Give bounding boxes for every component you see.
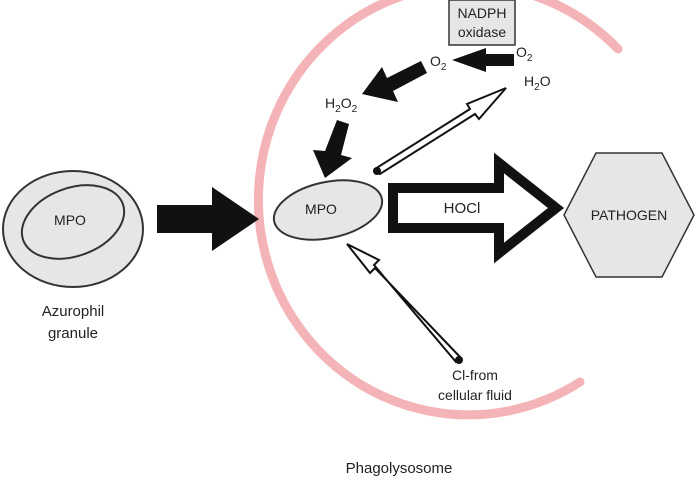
h2o2-to-mpo-arrow [313, 120, 352, 178]
phagolysosome-mpo-ellipse [272, 179, 384, 241]
hocl-arrow [388, 152, 565, 264]
nadph-oxidase-box [448, 0, 516, 46]
granule-mpo-label: MPO [54, 212, 86, 228]
phagolysosome-caption: Phagolysosome [346, 460, 453, 477]
cl-to-mpo-arrow [346, 243, 463, 364]
mpo-to-h2o-arrow [373, 87, 507, 176]
granule-caption-line1: Azurophil [42, 303, 105, 320]
nadph-oxidase-line1: NADPH [457, 5, 506, 21]
granule-inner-ellipse [20, 184, 126, 260]
cl-label-line2: cellular fluid [438, 387, 512, 403]
o2-to-h2o2-arrow [362, 61, 427, 102]
azurophil-granule: MPO [2, 170, 144, 288]
pathogen-hexagon [563, 152, 695, 278]
nadph-oxidase-line2: oxidase [458, 24, 506, 40]
o2-conversion-arrow [452, 48, 514, 72]
h2o-label: H2O [524, 73, 551, 93]
mpo-to-h2o-arrow-tail [373, 167, 381, 175]
pathogen-label: PATHOGEN [591, 207, 668, 223]
o2-label-right: O2 [516, 44, 533, 64]
phagolysosome-membrane [253, 0, 623, 420]
cl-label-line1: Cl-from [452, 367, 498, 383]
phagolysosome-mpo-label: MPO [305, 201, 337, 217]
o2-label-left: O2 [430, 53, 447, 73]
granule-fusion-arrow [157, 187, 259, 251]
granule-caption-line2: granule [48, 325, 98, 342]
h2o2-label: H2O2 [325, 95, 358, 115]
cl-to-mpo-arrow-tail [455, 356, 463, 364]
hocl-label: HOCl [444, 200, 481, 217]
